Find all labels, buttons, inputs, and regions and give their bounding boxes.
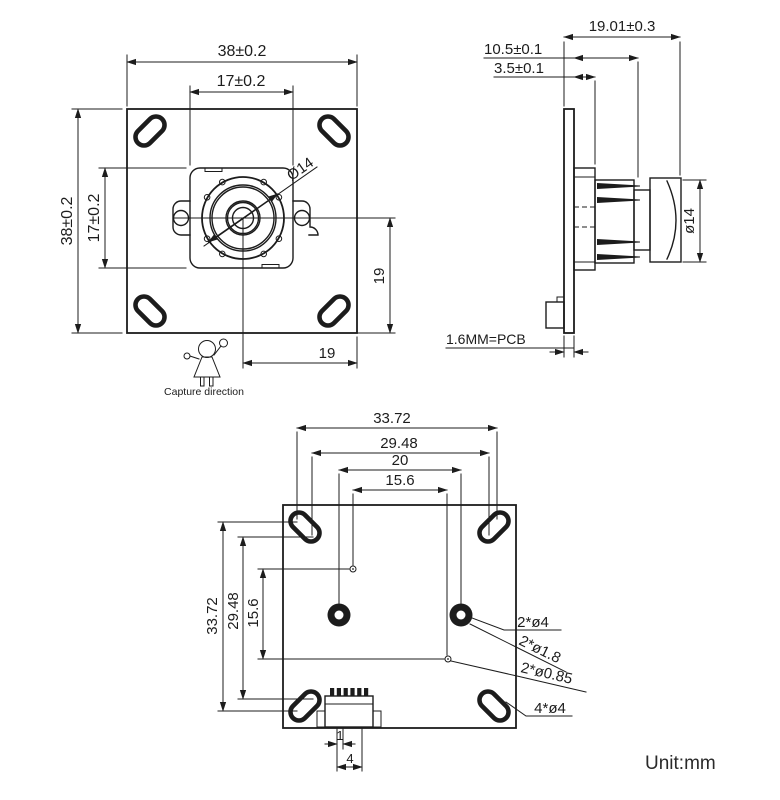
back-dim-slot-outer-h: 33.72 — [296, 410, 498, 520]
side-dim-lens-depth: 10.5±0.1 — [483, 41, 639, 178]
back-slot-inner-v-text: 29.48 — [225, 592, 242, 630]
side-pcb — [563, 108, 575, 334]
back-connector — [316, 688, 382, 728]
back-pins-v-text: 15.6 — [245, 598, 262, 627]
side-pcb-note: 1.6MM=PCB — [445, 331, 589, 358]
back-slot-inner-h-text: 29.48 — [380, 435, 418, 452]
back-dim-slot-inner-h: 29.48 — [311, 435, 490, 536]
person-head-icon — [198, 340, 216, 358]
side-lens-diameter-text: ø14 — [681, 208, 698, 234]
front-dim-lens-diameter: Ø14 — [203, 154, 318, 247]
label-slots: 4*ø4 — [534, 700, 566, 717]
side-dim-holder-depth: 3.5±0.1 — [493, 60, 596, 165]
front-dim-width-inner: 17±0.2 — [189, 73, 294, 166]
back-dim-slot-outer-v: 33.72 — [204, 521, 298, 712]
back-corner-slots — [288, 510, 511, 723]
front-height-text: 38±0.2 — [59, 196, 76, 245]
front-dim-width: 38±0.2 — [126, 43, 358, 107]
side-view: 19.01±0.3 10.5±0.1 3.5±0.1 ø14 1.6 — [445, 18, 707, 358]
back-pins-h-text: 15.6 — [385, 472, 414, 489]
back-dim-holes-h: 20 — [338, 452, 462, 604]
capture-direction-icon — [183, 338, 228, 387]
front-lens-diameter-text: Ø14 — [284, 154, 317, 184]
connector-width-text: 4 — [346, 751, 353, 766]
capture-direction-label: Capture direction — [164, 386, 244, 398]
front-center-bottom-text: 19 — [319, 345, 336, 362]
side-dim-total-depth: 19.01±0.3 — [563, 18, 681, 176]
side-holder-depth-text: 3.5±0.1 — [494, 60, 544, 77]
back-view: 33.72 29.48 20 15.6 33.72 — [204, 410, 587, 772]
back-board-outline — [282, 504, 517, 729]
unit-label: Unit:mm — [645, 753, 716, 774]
front-board-outline — [126, 108, 358, 334]
back-mount-holes — [327, 565, 473, 663]
back-hole-labels: 2*ø4 2*ø1.8 2*ø0.85 4*ø4 — [450, 614, 587, 717]
front-dim-height-inner: 17±0.2 — [86, 167, 187, 269]
side-lens-depth-text: 10.5±0.1 — [484, 41, 542, 58]
front-height-inner-text: 17±0.2 — [86, 193, 103, 242]
front-dim-center-bottom: 19 — [242, 336, 358, 369]
side-pcb-note-text: 1.6MM=PCB — [446, 331, 526, 347]
back-connector-dims: 1 4 — [324, 726, 363, 772]
back-dim-pins-h: 15.6 — [352, 472, 448, 656]
label-holes-0-85mm: 2*ø0.85 — [519, 659, 574, 687]
front-width-inner-text: 17±0.2 — [217, 73, 266, 90]
front-center-right-text: 19 — [371, 268, 388, 285]
front-centerlines — [173, 217, 396, 369]
label-holes-4mm: 2*ø4 — [517, 614, 549, 631]
front-dim-height: 38±0.2 — [59, 108, 123, 334]
back-dim-pins-v: 15.6 — [245, 568, 445, 660]
connector-pitch-text: 1 — [336, 728, 343, 743]
back-slot-outer-h-text: 33.72 — [373, 410, 411, 427]
side-dim-lens-diameter: ø14 — [681, 179, 707, 263]
front-width-text: 38±0.2 — [218, 43, 267, 60]
back-dim-slot-inner-v: 29.48 — [225, 536, 314, 700]
side-back-connector — [545, 296, 565, 329]
front-view: Ø14 38±0.2 17±0.2 38±0.2 17±0.2 — [59, 43, 396, 398]
side-lens-assembly — [573, 167, 682, 271]
back-slot-outer-v-text: 33.72 — [204, 597, 221, 635]
side-total-depth-text: 19.01±0.3 — [589, 18, 656, 35]
front-corner-slots — [133, 114, 351, 328]
back-holes-h-text: 20 — [392, 452, 409, 469]
front-dim-center-right: 19 — [357, 217, 396, 334]
